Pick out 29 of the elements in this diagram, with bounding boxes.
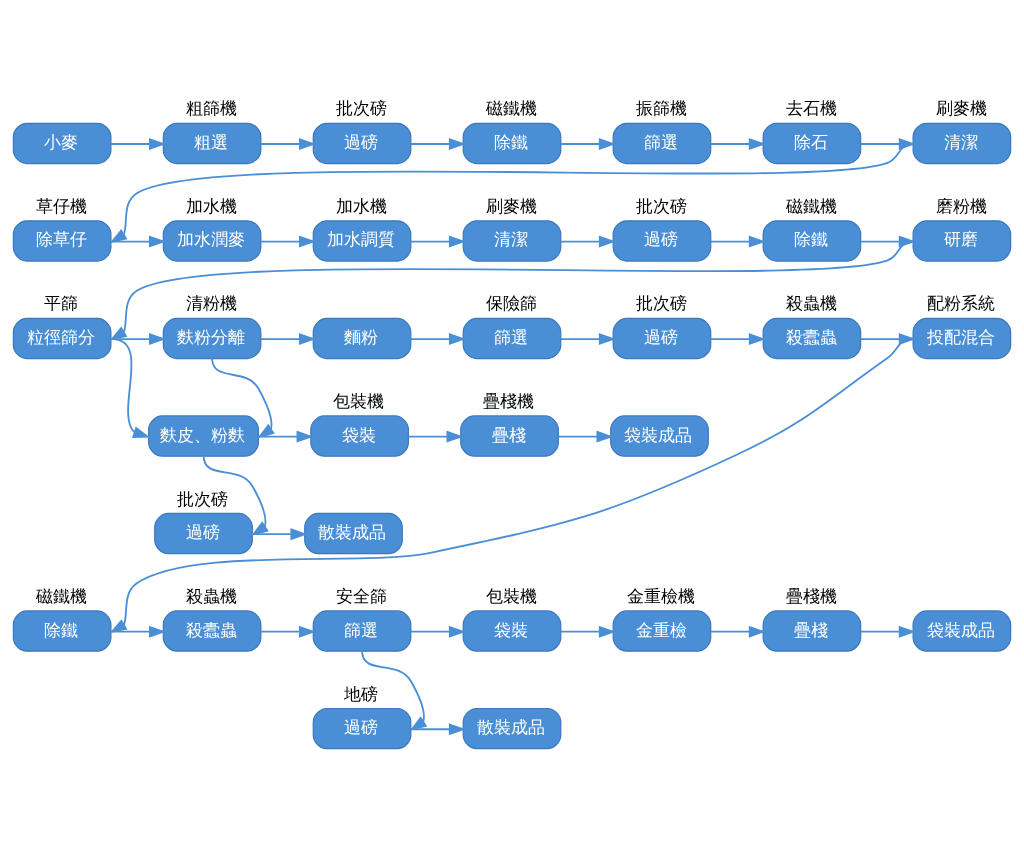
node-label: 地磅 <box>344 683 379 704</box>
node-label: 磁鐵機 <box>485 98 537 119</box>
node-label: 平篩 <box>44 293 79 314</box>
node-label: 磨粉機 <box>935 195 987 216</box>
node-label: 加水機 <box>185 195 237 216</box>
node-label: 金重檢機 <box>626 586 695 607</box>
node-label: 草仔機 <box>35 195 87 216</box>
node-label: 刷麥機 <box>485 195 537 216</box>
node-label: 磁鐵機 <box>785 195 837 216</box>
node-label: 包裝機 <box>485 586 537 607</box>
node-label: 批次磅 <box>177 488 229 509</box>
node-label: 刷麥機 <box>935 98 987 119</box>
node-label: 包裝機 <box>333 391 385 411</box>
node-label: 加水機 <box>335 195 387 216</box>
node-label: 批次磅 <box>335 98 387 119</box>
node-label: 安全篩 <box>335 586 387 607</box>
node-label: 疊棧機 <box>483 391 535 411</box>
node-label: 批次磅 <box>635 195 687 216</box>
node-label: 疊棧機 <box>785 586 837 607</box>
node-label: 殺蟲機 <box>785 293 837 314</box>
node-label: 保險篩 <box>485 293 537 314</box>
node-label: 粗篩機 <box>185 98 237 119</box>
node-label: 殺蟲機 <box>185 586 237 607</box>
node-label: 去石機 <box>785 98 837 119</box>
node-label: 振篩機 <box>635 98 687 119</box>
node-label: 批次磅 <box>635 293 687 314</box>
node-label: 配粉系統 <box>926 293 995 314</box>
node-label: 清粉機 <box>185 293 237 314</box>
node-label: 磁鐵機 <box>35 586 87 607</box>
